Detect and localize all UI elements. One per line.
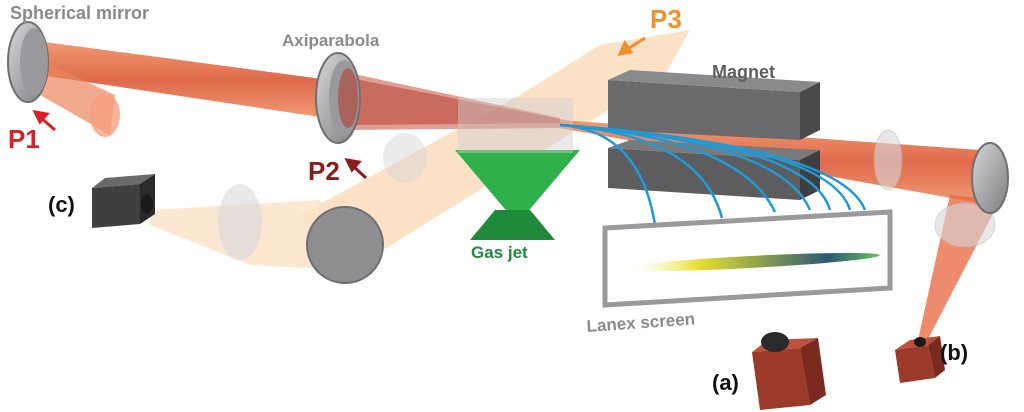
label-spherical-mirror: Spherical mirror: [10, 3, 149, 23]
label-axiparabola: Axiparabola: [282, 31, 380, 50]
spherical-mirror: [7, 21, 49, 103]
arrow-p1: [32, 110, 56, 132]
lens-p2: [383, 133, 427, 183]
label-p1: P1: [8, 124, 40, 154]
axiparabola-optic: [315, 52, 361, 144]
label-gas-jet: Gas jet: [471, 243, 528, 262]
label-a: (a): [712, 370, 739, 395]
lanex-screen: [602, 209, 893, 308]
steering-mirror-right: [971, 142, 1009, 214]
label-b: (b): [940, 340, 968, 365]
label-magnet: Magnet: [712, 62, 775, 82]
label-lanex-screen: Lanex screen: [586, 309, 696, 336]
camera-c: [92, 174, 155, 228]
camera-a: [752, 332, 826, 410]
arrow-p2: [344, 158, 368, 180]
label-p2: P2: [308, 156, 340, 186]
camera-b: [895, 336, 945, 383]
lens-right: [873, 129, 996, 248]
arrow-p3: [617, 36, 646, 56]
probe-mirror: [218, 184, 384, 284]
electron-trajectories: [559, 123, 867, 226]
label-c: (c): [48, 192, 75, 217]
gas-jet-nozzle: [455, 98, 580, 240]
label-p3: P3: [650, 4, 682, 34]
